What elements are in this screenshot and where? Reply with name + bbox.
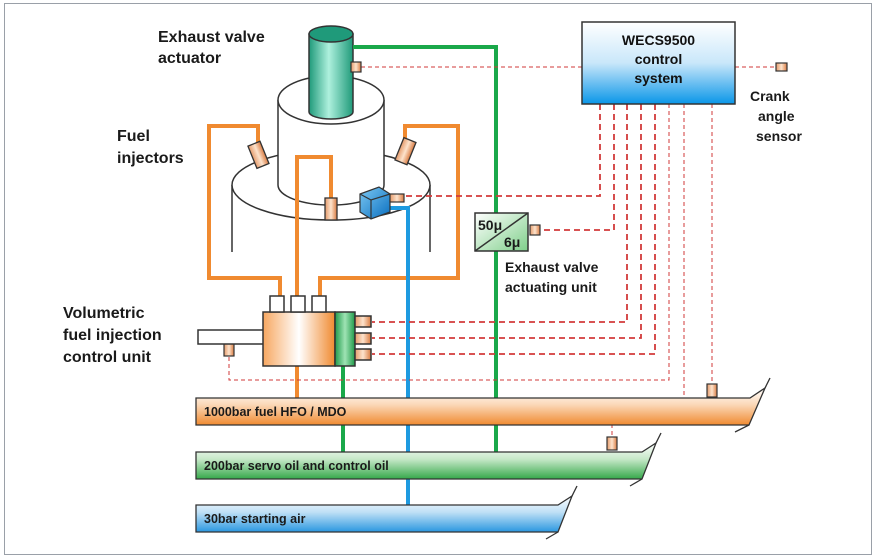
label-volumetric-2: fuel injection (63, 327, 162, 344)
actuating-unit-sensor (529, 224, 541, 236)
exhaust-valve-actuating-unit: 50μ 6μ (474, 212, 529, 252)
fuel-pipes (207, 124, 460, 398)
diagram-frame (4, 3, 872, 555)
label-actuating-unit-2: actuating unit (505, 279, 597, 295)
label-crank-angle-sensor-1: Crank (750, 88, 790, 104)
starting-air-valve (359, 186, 405, 220)
label-actuating-unit-1: Exhaust valve (505, 259, 599, 275)
unit-sensor (223, 342, 235, 357)
rail-fuel: 1000bar fuel HFO / MDO (195, 377, 771, 433)
control-signal-lines (372, 104, 656, 355)
label-crank-angle-sensor-3: sensor (756, 128, 802, 144)
rail-servo-oil-label: 200bar servo oil and control oil (204, 459, 389, 473)
label-exhaust-valve-actuator-1: Exhaust valve (158, 29, 265, 46)
control-system-box: WECS9500 control system (581, 21, 736, 105)
fuel-injectors (247, 136, 417, 221)
control-system-line3: system (634, 70, 682, 86)
control-system-line1: WECS9500 (622, 32, 695, 48)
rail-servo-oil: 200bar servo oil and control oil (195, 432, 662, 487)
injector-right (394, 136, 417, 166)
label-crank-angle-sensor-2: angle (758, 108, 795, 124)
ratio-top-label: 50μ (478, 217, 502, 233)
injector-center (324, 197, 338, 221)
control-system-line2: control (635, 51, 682, 67)
label-fuel-injectors-1: Fuel (117, 128, 150, 145)
rail-fuel-label: 1000bar fuel HFO / MDO (204, 405, 347, 419)
label-volumetric-3: control unit (63, 349, 152, 366)
volumetric-unit-body (197, 295, 372, 367)
label-volumetric-1: Volumetric (63, 305, 145, 322)
crank-angle-sensor-block (775, 62, 788, 72)
fuel-rail-sensor (706, 383, 718, 398)
label-exhaust-valve-actuator-2: actuator (158, 50, 221, 67)
label-fuel-injectors-2: injectors (117, 150, 184, 167)
injector-left (247, 140, 270, 170)
rail-starting-air: 30bar starting air (195, 485, 578, 540)
actuator-sensor (350, 61, 362, 73)
sensor-signal-lines (228, 66, 776, 440)
rail-starting-air-label: 30bar starting air (204, 512, 306, 526)
ratio-bottom-label: 6μ (504, 234, 520, 250)
oil-rail-sensor (606, 436, 618, 451)
exhaust-valve-actuator-cylinder (308, 25, 354, 120)
